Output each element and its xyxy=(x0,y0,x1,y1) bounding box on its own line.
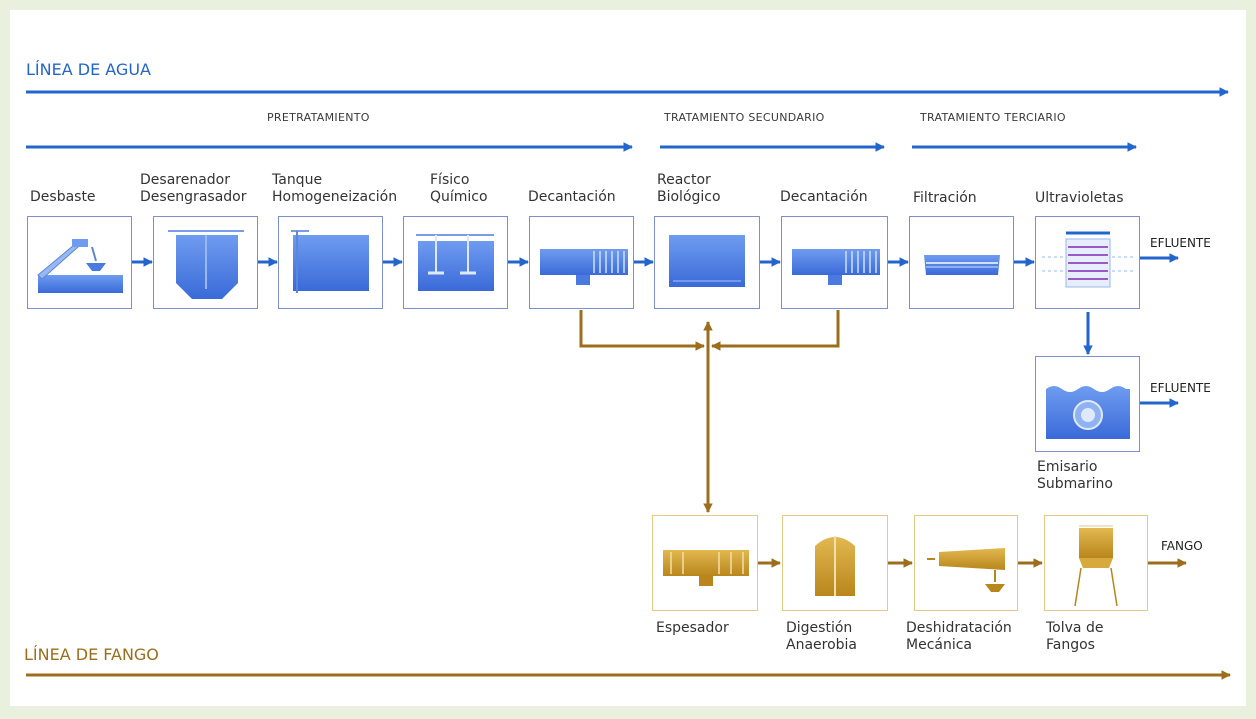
step-label-dewatering: Deshidratación Mecánica xyxy=(906,620,1012,653)
homogenization-box xyxy=(278,216,383,309)
bioreactor-box xyxy=(654,216,760,309)
step-label-uv: Ultravioletas xyxy=(1035,190,1124,206)
uv-lamp-icon xyxy=(1042,231,1134,288)
sludge-line-title: LÍNEA DE FANGO xyxy=(24,645,159,664)
digester-box xyxy=(782,515,888,611)
section-pretreatment: PRETRATAMIENTO xyxy=(267,111,370,124)
grit-removal-box xyxy=(153,216,258,309)
sludge-hopper-icon xyxy=(1074,525,1118,607)
thickener-box xyxy=(652,515,758,611)
step-label-thickener: Espesador xyxy=(656,620,729,636)
step-label-settling-2: Decantación xyxy=(780,189,868,205)
sludge-hopper-box xyxy=(1044,515,1148,611)
submarine-outfall-box xyxy=(1035,356,1140,452)
water-connectors xyxy=(132,253,1179,408)
step-label-submarine-outfall: Emisario Submarino xyxy=(1037,459,1113,492)
step-label-sludge-hopper: Tolva de Fangos xyxy=(1046,620,1104,653)
water-line-title: LÍNEA DE AGUA xyxy=(26,60,151,79)
settling-box-2 xyxy=(781,216,888,309)
uv-box xyxy=(1035,216,1140,309)
step-label-settling-1: Decantación xyxy=(528,189,616,205)
homogenization-tank-icon xyxy=(291,230,369,293)
step-label-filtration: Filtración xyxy=(913,190,977,206)
grit-removal-icon xyxy=(168,230,244,299)
filter-icon xyxy=(924,255,1000,275)
screening-box xyxy=(27,216,132,309)
sludge-output-label: FANGO xyxy=(1161,539,1203,553)
effluent-label-2: EFLUENTE xyxy=(1150,381,1211,395)
screening-icon xyxy=(37,239,123,293)
step-label-grit-removal: Desarenador Desengrasador xyxy=(140,172,247,205)
physicochemical-icon xyxy=(416,234,494,291)
section-tertiary-treatment: TRATAMIENTO TERCIARIO xyxy=(920,111,1066,124)
step-label-homogenization: Tanque Homogeneización xyxy=(272,172,398,205)
bioreactor-icon xyxy=(669,235,745,287)
dewatering-icon xyxy=(927,548,1005,592)
effluent-label-1: EFLUENTE xyxy=(1150,236,1211,250)
step-label-screening: Desbaste xyxy=(30,189,96,205)
dewatering-box xyxy=(914,515,1018,611)
step-label-physicochemical: Físico Químico xyxy=(430,172,488,205)
settling-tank-icon xyxy=(540,249,628,285)
step-label-digestion: Digestión Anaerobia xyxy=(786,620,858,653)
settling-tank-icon xyxy=(792,249,880,285)
filtration-box xyxy=(909,216,1014,309)
thickener-icon xyxy=(663,550,749,586)
sludge-return-connectors xyxy=(579,310,840,513)
submarine-outfall-icon xyxy=(1046,386,1130,439)
settling-box-1 xyxy=(529,216,634,309)
step-label-bioreactor: Reactor Biológico xyxy=(657,172,721,205)
digester-icon xyxy=(815,536,855,596)
physicochemical-box xyxy=(403,216,508,309)
section-secondary-treatment: TRATAMIENTO SECUNDARIO xyxy=(664,111,825,124)
